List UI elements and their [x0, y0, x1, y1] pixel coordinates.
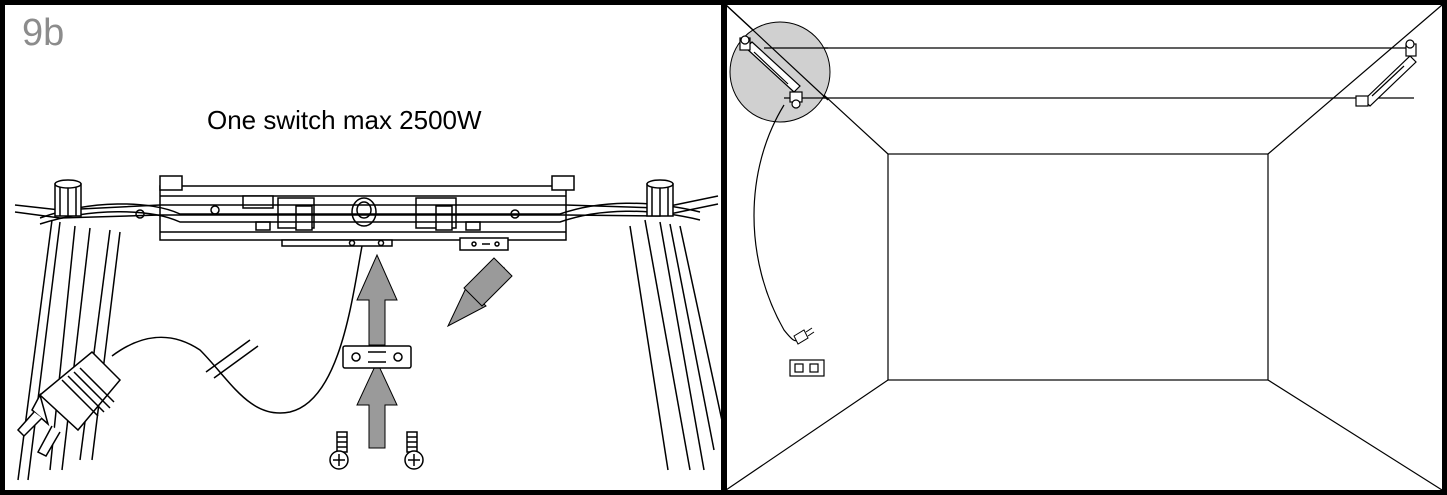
- power-cable: [753, 104, 801, 342]
- right-panel-room: [724, 0, 1447, 495]
- heater-icon: [739, 35, 803, 109]
- power-cable: [111, 245, 363, 414]
- room-perspective-drawing: [724, 0, 1447, 495]
- heater-icon: [14, 175, 724, 481]
- arrow-up-screws: [356, 360, 398, 449]
- heater-closeup-drawing: [0, 0, 724, 495]
- screw-icon: [404, 431, 424, 470]
- arrow-down-diagonal: [446, 257, 513, 328]
- mounting-bracket-icon: [342, 345, 412, 369]
- left-panel-closeup: 9b One switch max 2500W: [0, 0, 724, 495]
- wall-socket-icon: [789, 359, 825, 377]
- room-outline: [725, 4, 1443, 491]
- arrow-up-bracket: [356, 253, 398, 346]
- left-panel-frame: [0, 0, 724, 495]
- screw-icon: [329, 431, 349, 470]
- plug-icon: [16, 350, 122, 457]
- plug-icon: [793, 327, 815, 345]
- right-panel-frame: [724, 0, 1447, 495]
- wattage-caption: One switch max 2500W: [207, 105, 482, 135]
- cable-break-mark: [205, 339, 259, 379]
- step-label: 9b: [22, 12, 65, 54]
- heater-icon: [1355, 39, 1417, 107]
